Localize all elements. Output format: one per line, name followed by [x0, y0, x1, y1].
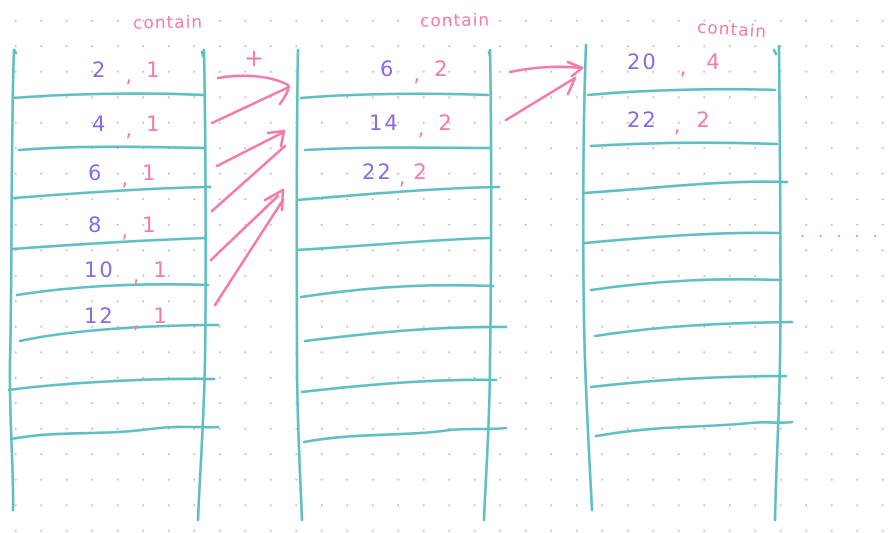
count: 1 — [142, 161, 158, 185]
value: 22 — [362, 160, 393, 184]
column-3-row-1: 20,4 — [627, 50, 722, 79]
value: 12 — [84, 304, 115, 328]
value: 6 — [380, 57, 396, 81]
column-1-row-1: 2,1 — [92, 58, 162, 87]
count: 1 — [153, 304, 169, 328]
count: 1 — [142, 213, 158, 237]
column-1-outline — [7, 48, 220, 522]
value: 22 — [627, 108, 658, 132]
count: 2 — [434, 57, 450, 81]
value: 6 — [88, 161, 104, 185]
column-2-label: contain — [419, 10, 491, 32]
value: 4 — [92, 112, 108, 136]
column-2-outline — [295, 48, 508, 522]
column-3-row-2: 22,2 — [627, 108, 712, 137]
value: 10 — [84, 258, 115, 282]
count: 1 — [153, 258, 169, 282]
column-1-row-2: 4,1 — [92, 112, 162, 141]
count: 2 — [696, 108, 712, 132]
column-1-row-4: 8,1 — [88, 213, 158, 242]
column-1-row-6: 12,1 — [84, 304, 169, 333]
plus-operator: + — [244, 44, 265, 72]
column-3-outline — [581, 43, 794, 522]
value: 20 — [627, 50, 658, 74]
value: 8 — [88, 213, 104, 237]
continuation-ellipsis: . . . . . — [800, 222, 882, 241]
column-2-row-3: 22,2 — [362, 160, 429, 189]
count: 2 — [438, 111, 454, 135]
column-1-row-5: 10,1 — [84, 258, 169, 287]
column-2-row-1: 6,2 — [380, 57, 450, 86]
value: 2 — [92, 58, 108, 82]
column-1-row-3: 6,1 — [88, 161, 158, 190]
count: 4 — [706, 50, 722, 74]
column-1-label: contain — [132, 12, 204, 34]
merge-arrows — [209, 60, 584, 307]
value: 14 — [369, 111, 400, 135]
count: 1 — [146, 112, 162, 136]
count: 2 — [413, 160, 429, 184]
column-2-row-2: 14,2 — [369, 111, 454, 140]
count: 1 — [146, 58, 162, 82]
